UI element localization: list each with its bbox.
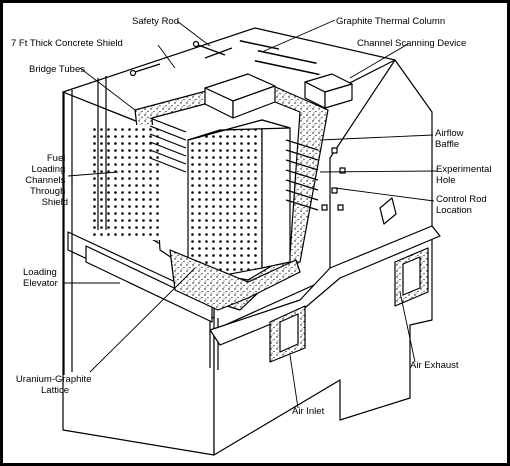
leader-lines bbox=[64, 19, 438, 409]
label-fuel-loading-channels: Fuel Loading Channels Through Shield bbox=[25, 153, 68, 208]
elevator-rail-right bbox=[209, 314, 219, 370]
label-air-exhaust: Air Exhaust bbox=[410, 360, 459, 371]
elevator-rails-left bbox=[63, 76, 107, 375]
label-uranium-graphite-lattice: Uranium-Graphite Lattice bbox=[16, 374, 94, 396]
label-bridge-tubes: Bridge Tubes bbox=[29, 64, 85, 75]
lattice-top-face bbox=[187, 119, 291, 141]
thermal-column-side bbox=[232, 85, 276, 119]
control-rod-markers bbox=[321, 147, 346, 211]
label-loading-elevator: Loading Elevator bbox=[23, 267, 59, 289]
top-rod-rows bbox=[239, 40, 320, 76]
lattice-side-face bbox=[261, 119, 291, 269]
label-graphite-thermal-column: Graphite Thermal Column bbox=[336, 16, 445, 27]
label-experimental-hole: Experimental Hole bbox=[436, 164, 494, 186]
floor-slab bbox=[209, 225, 441, 346]
label-airflow-baffle: Airflow Baffle bbox=[435, 128, 466, 150]
air-inlet-opening bbox=[279, 313, 299, 353]
floor-stipple bbox=[169, 249, 301, 311]
labels: Safety Rod Graphite Thermal Column 7 Ft … bbox=[11, 16, 494, 417]
scanning-device-side bbox=[324, 83, 353, 109]
bridge-tubes bbox=[149, 117, 187, 173]
label-control-rod-location: Control Rod Location bbox=[436, 194, 489, 216]
base-block bbox=[213, 231, 433, 456]
airflow-baffle bbox=[285, 139, 319, 211]
label-safety-rod: Safety Rod bbox=[132, 16, 179, 27]
label-channel-scanning-device: Channel Scanning Device bbox=[357, 38, 466, 49]
fuel-channel-holes bbox=[92, 125, 160, 240]
air-exhaust-opening bbox=[402, 256, 421, 296]
lattice-front-face bbox=[187, 119, 263, 283]
right-wall-plate bbox=[379, 197, 397, 225]
elevator-box bbox=[85, 245, 213, 323]
safety-rods bbox=[129, 40, 233, 77]
reactor-diagram: Safety Rod Graphite Thermal Column 7 Ft … bbox=[11, 16, 494, 456]
label-concrete-shield: 7 Ft Thick Concrete Shield bbox=[11, 38, 123, 49]
label-air-inlet: Air Inlet bbox=[292, 406, 325, 417]
